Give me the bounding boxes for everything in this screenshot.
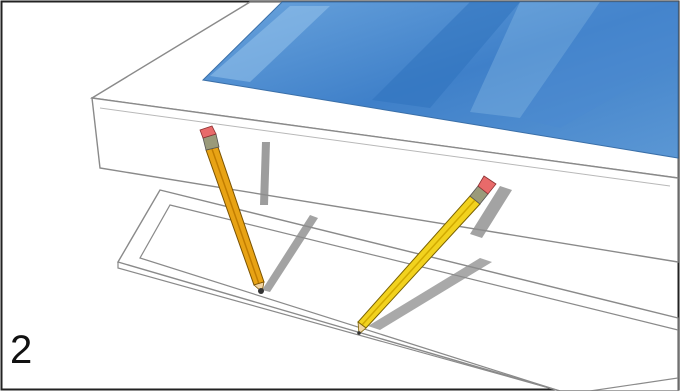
pencil-left	[199, 125, 265, 294]
display-panel	[89, 1, 679, 263]
step-number: 2	[10, 328, 33, 372]
pencil-shadows	[260, 142, 512, 330]
pencil-right	[357, 175, 497, 335]
